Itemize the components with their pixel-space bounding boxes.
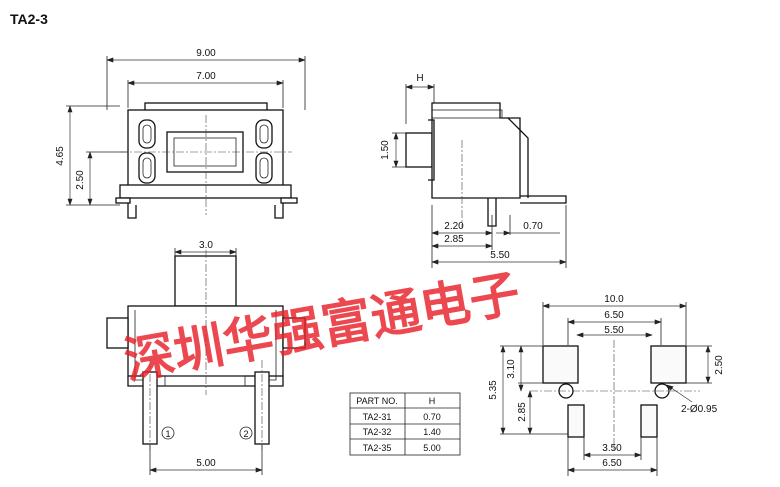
mounting-hole [654, 383, 670, 399]
front-inner-width-label: 7.00 [196, 71, 216, 82]
pin-2-number: 2 [243, 429, 248, 439]
part-number-table: PART NO. H TA2-31 0.70 TA2-32 1.40 TA2-3… [349, 392, 461, 456]
table-header-h: H [429, 396, 436, 406]
pcb-h1-label: 3.10 [506, 359, 517, 379]
pcb-pad [640, 404, 658, 438]
side-h-label: H [416, 73, 423, 84]
pcb-h2-label: 5.35 [488, 380, 499, 400]
pcb-w3-label: 5.50 [604, 325, 624, 336]
front-height-label: 4.65 [55, 146, 66, 166]
table-cell: 1.40 [423, 427, 441, 437]
front-width-label: 9.00 [196, 48, 216, 59]
table-cell: 5.00 [423, 443, 441, 453]
bottom-view: 3.0 1 2 5.00 [106, 240, 306, 475]
front-mid-height-label: 2.50 [75, 170, 86, 190]
table-cell: TA2-35 [363, 443, 392, 453]
button-plunger [174, 255, 237, 307]
side-stem-label: 1.50 [380, 140, 391, 160]
pin-pitch-label: 5.00 [196, 458, 216, 469]
pcb-pad-h-label: 2.50 [714, 355, 725, 375]
side-body [431, 102, 521, 199]
side-d1-label: 2.20 [444, 221, 464, 232]
side-view: H 1.50 2.20 2.85 0.70 5.50 [380, 73, 567, 268]
pcb-pad [567, 404, 585, 438]
side-depth-label: 5.50 [490, 250, 510, 261]
table-cell: TA2-32 [363, 427, 392, 437]
pcb-w2-label: 6.50 [604, 310, 624, 321]
pcb-w5-label: 6.50 [602, 458, 622, 469]
button-width-label: 3.0 [199, 240, 213, 251]
pcb-hole-label: 2-Ø0.95 [681, 404, 718, 415]
pcb-w1-label: 10.0 [604, 294, 624, 305]
side-d3-label: 0.70 [523, 221, 543, 232]
front-view: 9.00 7.00 4.65 2.50 [55, 48, 306, 219]
table-cell: 0.70 [423, 412, 441, 422]
pcb-pad [542, 345, 579, 384]
side-d2-label: 2.85 [444, 234, 464, 245]
pcb-pad [650, 345, 687, 384]
pcb-w4-label: 3.50 [602, 443, 622, 454]
table-cell: TA2-31 [363, 412, 392, 422]
drawing-title: TA2-3 [10, 11, 48, 27]
table-header-part: PART NO. [356, 396, 398, 406]
pcb-h3-label: 2.85 [517, 402, 528, 422]
pcb-layout: 10.0 6.50 5.50 5.35 3.10 2.85 2.50 [488, 294, 725, 476]
pin-1-number: 1 [165, 429, 170, 439]
